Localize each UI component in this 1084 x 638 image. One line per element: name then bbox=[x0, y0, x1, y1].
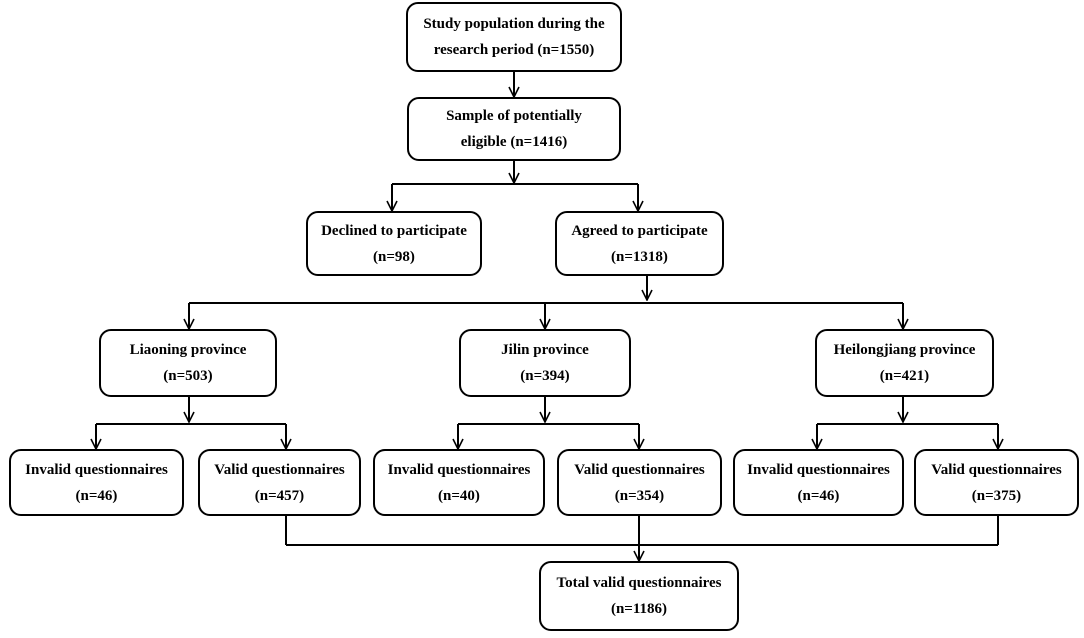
node-study-population: Study population during the research per… bbox=[406, 2, 622, 72]
node-jilin-valid: Valid questionnaires (n=354) bbox=[557, 449, 722, 516]
node-heilongjiang-valid-line2: (n=375) bbox=[971, 487, 1022, 504]
node-total-valid-line2: (n=1186) bbox=[610, 601, 668, 617]
node-potentially-eligible-line2: eligible (n=1416) bbox=[460, 134, 568, 150]
node-study-population-line2: research period (n=1550) bbox=[433, 42, 595, 58]
node-liaoning-valid-line2: (n=457) bbox=[254, 487, 305, 504]
node-heilongjiang-valid-line1: Valid questionnaires bbox=[931, 461, 1062, 478]
node-jilin-invalid-line2: (n=40) bbox=[438, 487, 480, 504]
node-heilongjiang-province-line2: (n=421) bbox=[879, 368, 930, 384]
node-heilongjiang-invalid: Invalid questionnaires (n=46) bbox=[733, 449, 904, 516]
node-jilin-valid-line2: (n=354) bbox=[614, 487, 665, 504]
node-liaoning-valid-line1: Valid questionnaires bbox=[214, 461, 345, 478]
node-declined-line2: (n=98) bbox=[373, 248, 415, 265]
node-agreed-line2: (n=1318) bbox=[611, 248, 668, 265]
node-heilongjiang-invalid-line2: (n=46) bbox=[797, 487, 840, 504]
node-jilin-province-line1: Jilin province bbox=[501, 342, 589, 358]
node-declined: Declined to participate (n=98) bbox=[306, 211, 482, 276]
node-heilongjiang-province: Heilongjiang province (n=421) bbox=[815, 329, 994, 397]
node-liaoning-invalid-line1: Invalid questionnaires bbox=[25, 461, 168, 478]
node-liaoning-valid: Valid questionnaires (n=457) bbox=[198, 449, 361, 516]
node-jilin-province-line2: (n=394) bbox=[520, 368, 570, 384]
node-jilin-invalid-line1: Invalid questionnaires bbox=[387, 461, 531, 478]
node-study-population-line1: Study population during the bbox=[423, 16, 605, 32]
node-agreed-line1: Agreed to participate bbox=[571, 222, 708, 239]
node-total-valid: Total valid questionnaires (n=1186) bbox=[539, 561, 739, 631]
node-liaoning-invalid-line2: (n=46) bbox=[75, 487, 118, 504]
node-potentially-eligible: Sample of potentially eligible (n=1416) bbox=[407, 97, 621, 161]
node-liaoning-province-line1: Liaoning province bbox=[129, 342, 247, 358]
node-liaoning-invalid: Invalid questionnaires (n=46) bbox=[9, 449, 184, 516]
node-liaoning-province-line2: (n=503) bbox=[163, 368, 213, 384]
node-total-valid-line1: Total valid questionnaires bbox=[556, 575, 722, 591]
node-liaoning-province: Liaoning province (n=503) bbox=[99, 329, 277, 397]
node-potentially-eligible-line1: Sample of potentially bbox=[446, 108, 582, 124]
node-jilin-province: Jilin province (n=394) bbox=[459, 329, 631, 397]
node-jilin-invalid: Invalid questionnaires (n=40) bbox=[373, 449, 545, 516]
node-agreed: Agreed to participate (n=1318) bbox=[555, 211, 724, 276]
node-heilongjiang-province-line1: Heilongjiang province bbox=[833, 342, 976, 358]
node-declined-line1: Declined to participate bbox=[321, 222, 467, 239]
node-heilongjiang-valid: Valid questionnaires (n=375) bbox=[914, 449, 1079, 516]
node-heilongjiang-invalid-line1: Invalid questionnaires bbox=[747, 461, 890, 478]
node-jilin-valid-line1: Valid questionnaires bbox=[574, 461, 705, 478]
